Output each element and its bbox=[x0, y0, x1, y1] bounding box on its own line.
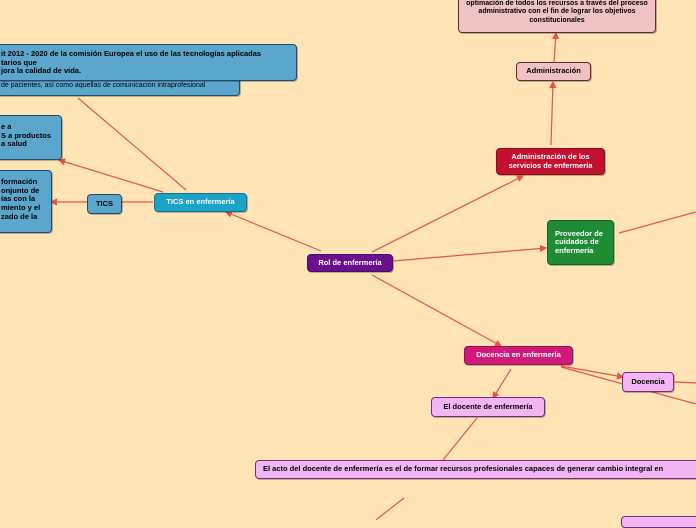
node-docencia-en-enfermeria[interactable]: Docencia en enfermería bbox=[464, 346, 573, 365]
node-informacion[interactable]: formación onjunto de ías con la miento y… bbox=[0, 170, 52, 233]
node-tics[interactable]: TICS bbox=[87, 194, 122, 214]
node-label: optimación de todos los recursos a travé… bbox=[466, 0, 648, 24]
node-administracion[interactable]: Administración bbox=[516, 62, 591, 81]
node-label-line: zado de la bbox=[1, 211, 38, 221]
edge-root-teaching bbox=[371, 274, 503, 347]
node-label: TICS bbox=[95, 198, 114, 208]
edge-tics-eu bbox=[77, 97, 187, 191]
node-comision-europea[interactable]: it 2012 - 2020 de la comisión Europea el… bbox=[0, 44, 297, 81]
edge-tics-products bbox=[57, 158, 164, 193]
node-rol-de-enfermeria[interactable]: Rol de enfermería bbox=[307, 254, 393, 272]
node-offscreen-bottom[interactable] bbox=[621, 516, 696, 528]
node-label: Rol de enfermería bbox=[318, 257, 382, 267]
node-label: Proveedor de cuidados de enfermería bbox=[555, 228, 603, 255]
edge-provider-offscreen bbox=[618, 211, 696, 234]
node-administracion-definicion[interactable]: optimación de todos los recursos a travé… bbox=[458, 0, 656, 33]
node-productos-salud[interactable]: e a S a productos a salud bbox=[0, 115, 62, 160]
node-administracion-servicios[interactable]: Administración de los servicios de enfer… bbox=[496, 148, 605, 175]
edge-admin-services-administration bbox=[549, 80, 557, 146]
node-label: Administración bbox=[526, 66, 581, 76]
node-label: Docencia en enfermería bbox=[476, 350, 561, 360]
edge-root-tics bbox=[224, 210, 322, 252]
edge-act-offscreen bbox=[375, 497, 405, 520]
node-label-line: formación bbox=[1, 177, 38, 186]
edge-administration-definition bbox=[551, 31, 560, 63]
node-label-line: miento y el bbox=[1, 202, 41, 212]
node-label: de pacientes, así como aquellas de comun… bbox=[1, 81, 206, 89]
node-label: El acto del docente de enfermería es el … bbox=[263, 464, 664, 474]
node-label-line: jora la calidad de vida. bbox=[1, 66, 82, 76]
node-label: El docente de enfermería bbox=[443, 401, 533, 411]
node-tics-en-enfermeria[interactable]: TICS en enfermería bbox=[154, 193, 247, 212]
node-docencia[interactable]: Docencia bbox=[622, 372, 674, 392]
edge-root-admin-services bbox=[371, 175, 525, 253]
node-label-line: it 2012 - 2020 de la comisión Europea el… bbox=[1, 49, 262, 58]
edge-root-provider bbox=[392, 244, 548, 262]
edge-teaching-docencia bbox=[560, 365, 625, 380]
node-label-line: onjunto de bbox=[1, 185, 40, 195]
node-el-docente[interactable]: El docente de enfermería bbox=[431, 397, 545, 417]
edge-teacher-act bbox=[442, 417, 478, 461]
edge-docencia-offscreen bbox=[674, 381, 696, 384]
node-label: TICS en enfermería bbox=[166, 197, 235, 207]
node-label-line: S a productos bbox=[1, 130, 52, 140]
node-label-line: a salud bbox=[1, 139, 27, 149]
node-label-line: tarios que bbox=[1, 57, 37, 67]
node-label-line: e a bbox=[1, 122, 12, 131]
node-proveedor-cuidados[interactable]: Proveedor de cuidados de enfermería bbox=[547, 220, 614, 265]
node-acto-docente[interactable]: El acto del docente de enfermería es el … bbox=[255, 460, 696, 479]
node-label: Docencia bbox=[631, 376, 665, 386]
edge-teaching-teacher bbox=[492, 368, 512, 400]
node-label-line: ías con la bbox=[1, 194, 36, 204]
node-label: Administración de los servicios de enfer… bbox=[508, 151, 593, 170]
